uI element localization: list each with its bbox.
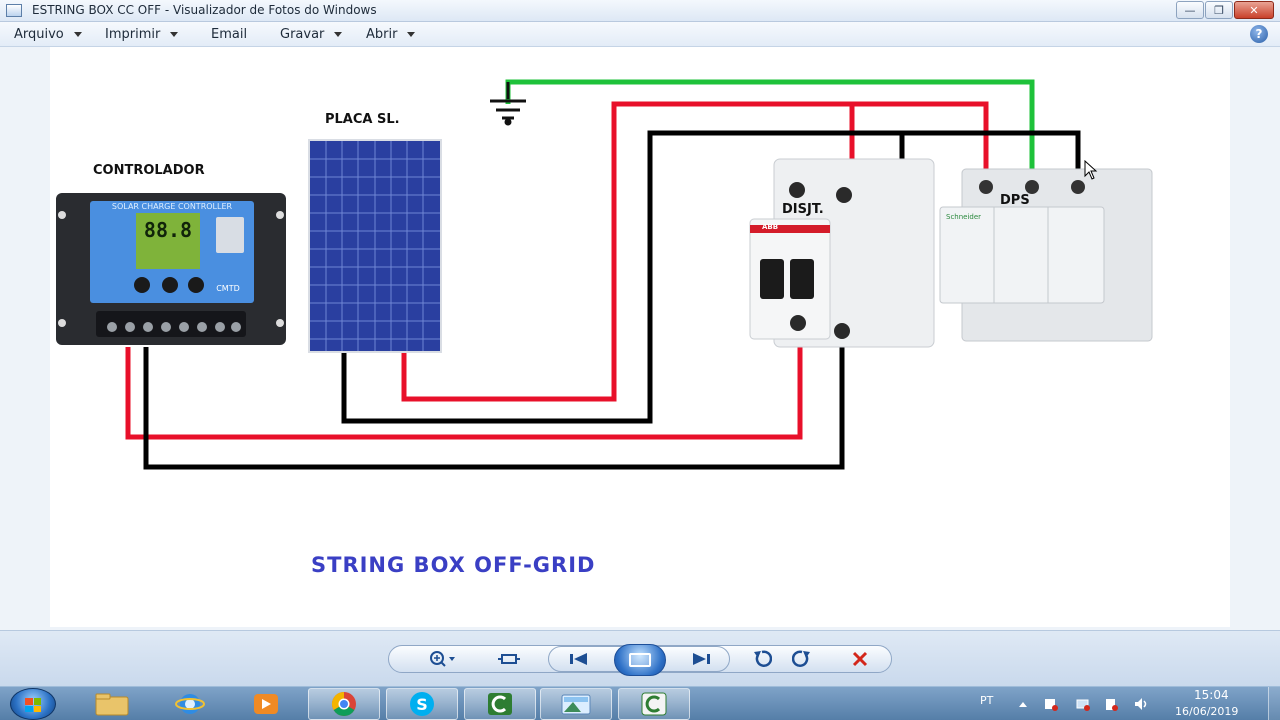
solar-panel <box>308 139 442 353</box>
fit-window-button[interactable] <box>496 649 522 669</box>
camtasia-icon <box>488 693 512 715</box>
dps-brand: Schneider <box>946 213 981 221</box>
taskbar-camtasia-recorder[interactable] <box>618 688 690 720</box>
svg-text:S: S <box>416 695 428 714</box>
rotate-left-button[interactable] <box>750 649 774 669</box>
slideshow-button[interactable] <box>614 644 666 676</box>
start-button[interactable] <box>10 688 56 720</box>
controller-positive-wire <box>125 337 803 440</box>
surge-protector: Schneider <box>939 168 1153 342</box>
controller-negative-wire <box>143 339 845 470</box>
viewer-toolbar <box>0 630 1280 686</box>
menu-abrir[interactable]: Abrir <box>366 27 416 42</box>
menu-imprimir[interactable]: Imprimir <box>105 27 179 42</box>
menu-email-label: Email <box>211 27 248 42</box>
fit-window-icon <box>498 654 520 664</box>
menu-imprimir-label: Imprimir <box>105 27 161 42</box>
taskbar: S PT 15:04 16 <box>0 686 1280 720</box>
controller-brand: CMTD <box>216 284 240 293</box>
delete-icon <box>852 651 868 667</box>
taskbar-internet-explorer[interactable] <box>154 688 226 720</box>
slideshow-icon <box>629 653 651 667</box>
zoom-button[interactable] <box>424 649 460 669</box>
taskbar-photo-viewer[interactable] <box>540 688 612 720</box>
chrome-icon <box>331 692 356 717</box>
panel-negative-wire <box>341 130 1081 424</box>
camtasia-recorder-icon <box>641 692 667 716</box>
delete-button[interactable] <box>848 649 872 669</box>
ground-symbol <box>490 82 526 126</box>
taskbar-media-player[interactable] <box>230 688 302 720</box>
menu-gravar[interactable]: Gravar <box>280 27 343 42</box>
volume-icon[interactable] <box>1134 697 1148 711</box>
menu-bar: Arquivo Imprimir Email Gravar Abrir ? <box>0 22 1280 47</box>
power-icon[interactable] <box>1104 697 1118 711</box>
wiring-diagram: SOLAR CHARGE CONTROLLER 88.8 CMTD <box>56 79 1153 470</box>
taskbar-explorer[interactable] <box>76 688 148 720</box>
menu-arquivo[interactable]: Arquivo <box>14 27 82 42</box>
rotate-right-button[interactable] <box>790 649 814 669</box>
rotate-left-icon <box>754 650 772 667</box>
maximize-button[interactable]: ❐ <box>1205 1 1233 19</box>
taskbar-skype[interactable]: S <box>386 688 458 720</box>
panel-positive-wire <box>401 101 989 402</box>
chevron-down-icon <box>334 32 343 37</box>
next-icon <box>693 653 710 665</box>
menu-arquivo-label: Arquivo <box>14 27 64 42</box>
photo-viewer-area: SOLAR CHARGE CONTROLLER 88.8 CMTD <box>0 47 1280 630</box>
clock-time[interactable]: 15:04 <box>1194 688 1229 702</box>
window-title: ESTRING BOX CC OFF - Visualizador de Fot… <box>32 3 377 17</box>
window-controls: — ❐ ✕ <box>1176 1 1274 19</box>
network-icon[interactable] <box>1076 697 1090 711</box>
minimize-button[interactable]: — <box>1176 1 1204 19</box>
close-button[interactable]: ✕ <box>1234 1 1274 19</box>
previous-icon <box>570 653 587 665</box>
diagram-caption: STRING BOX OFF-GRID <box>311 553 596 577</box>
dps-label: DPS <box>1000 193 1030 208</box>
menu-gravar-label: Gravar <box>280 27 325 42</box>
folder-icon <box>95 693 129 716</box>
skype-icon: S <box>410 692 434 716</box>
zoom-icon <box>430 651 455 667</box>
previous-button[interactable] <box>566 649 592 669</box>
internet-explorer-icon <box>175 694 205 714</box>
menu-email[interactable]: Email <box>211 27 247 42</box>
language-indicator[interactable]: PT <box>980 694 994 707</box>
charge-controller: SOLAR CHARGE CONTROLLER 88.8 CMTD <box>56 193 286 345</box>
lcd-digits: 88.8 <box>144 218 192 242</box>
ground-wire <box>505 79 1035 172</box>
media-player-icon <box>254 694 278 714</box>
clock-date[interactable]: 16/06/2019 <box>1175 705 1239 718</box>
breaker-brand: ABB <box>762 223 778 231</box>
show-hidden-icons-icon[interactable] <box>1016 697 1030 711</box>
menu-abrir-label: Abrir <box>366 27 398 42</box>
controller-label: CONTROLADOR <box>93 163 205 178</box>
title-bar: ESTRING BOX CC OFF - Visualizador de Fot… <box>0 0 1280 22</box>
taskbar-chrome[interactable] <box>308 688 380 720</box>
breaker-label: DISJT. <box>782 202 824 217</box>
help-icon[interactable]: ? <box>1250 25 1268 43</box>
taskbar-camtasia[interactable] <box>464 688 536 720</box>
lcd-header: SOLAR CHARGE CONTROLLER <box>112 202 233 211</box>
photo-viewer-icon <box>561 694 591 715</box>
rotate-right-icon <box>792 650 810 667</box>
windows-logo-icon <box>25 698 41 712</box>
action-center-icon[interactable] <box>1044 697 1058 711</box>
diagram-image: SOLAR CHARGE CONTROLLER 88.8 CMTD <box>50 47 1230 627</box>
show-desktop-button[interactable] <box>1268 687 1280 720</box>
chevron-down-icon <box>407 32 416 37</box>
panel-label: PLACA SL. <box>325 112 400 127</box>
photo-viewer-icon <box>6 4 22 17</box>
chevron-down-icon <box>170 32 179 37</box>
circuit-breaker: ABB <box>749 158 935 348</box>
cursor-icon <box>1084 160 1098 180</box>
next-button[interactable] <box>688 649 714 669</box>
chevron-down-icon <box>73 32 82 37</box>
